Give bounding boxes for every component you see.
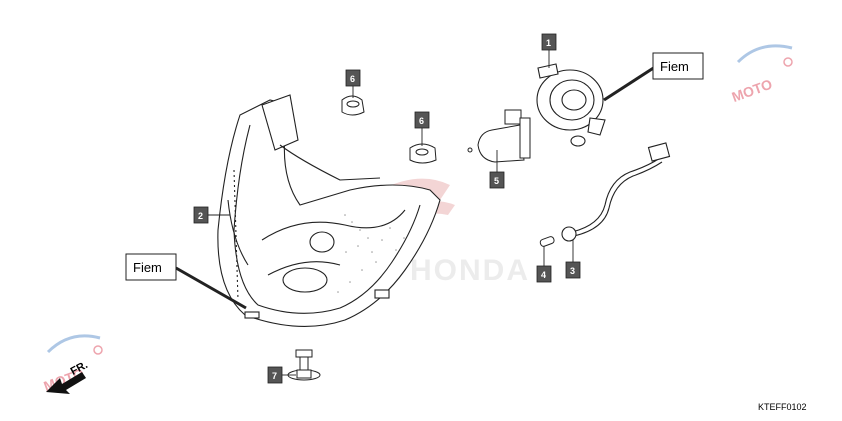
brand-label-left: Fiem [133,260,162,275]
svg-text:3: 3 [570,266,575,276]
front-direction-label: FR. [69,359,90,378]
bulb-socket-housing [536,63,606,147]
mounting-bolt [287,349,321,381]
svg-text:7: 7 [272,371,277,381]
moto-watermark-top: MOTO [730,44,793,105]
rubber-cap-upper [341,95,365,116]
svg-text:4: 4 [541,270,546,280]
callout-part-5: 5 [489,171,505,189]
callout-part-1: 1 [541,33,557,51]
svg-text:MOTO: MOTO [730,76,775,105]
lens-dot-texture [337,214,405,293]
svg-text:6: 6 [419,116,424,126]
leader-lines [207,50,574,376]
headlight-housing [217,94,441,327]
callout-part-6-upper: 6 [345,69,361,87]
callout-part-2: 2 [193,206,209,224]
socket-wire-harness [561,142,671,242]
callout-part-6-lower: 6 [414,111,430,129]
headlight-bulb [467,109,531,163]
callout-part-7: 7 [267,366,283,384]
diagram-code: KTEFF0102 [758,402,807,412]
brand-callout-top: Fiem [603,52,704,102]
svg-text:1: 1 [546,38,551,48]
svg-text:2: 2 [198,211,203,221]
brand-callout-left: Fiem [125,253,247,310]
brand-label-top: Fiem [660,59,689,74]
callout-part-3: 3 [565,261,581,279]
callout-part-4: 4 [536,265,552,283]
rubber-cap-lower [409,143,437,164]
svg-text:6: 6 [350,74,355,84]
background-brand-text: HONDA [410,254,530,287]
svg-text:5: 5 [494,176,499,186]
position-bulb [539,236,555,247]
